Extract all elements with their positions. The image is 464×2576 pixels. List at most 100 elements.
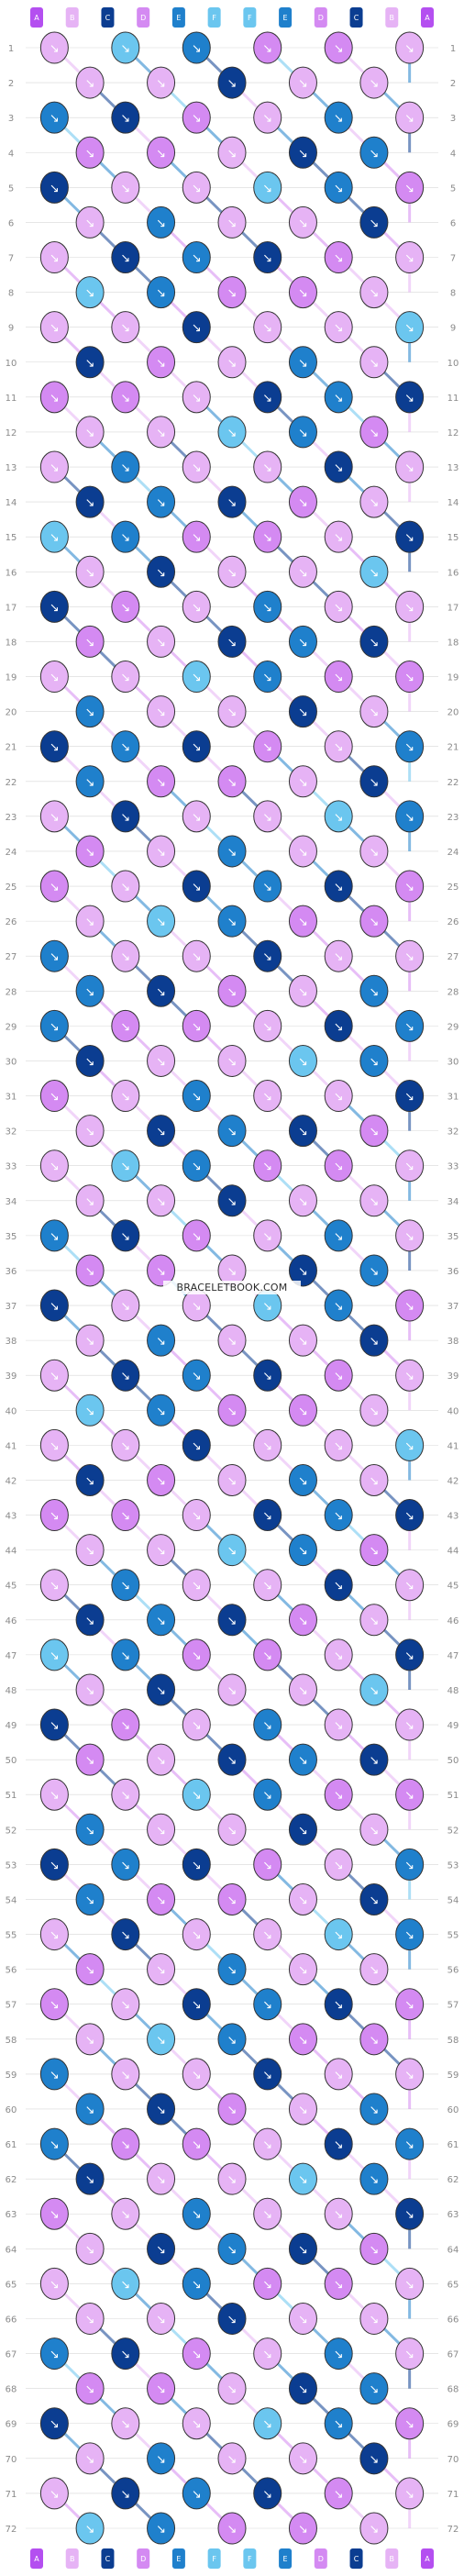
knot-forward-arrow: ↘	[156, 77, 166, 91]
knot	[359, 625, 389, 658]
knot-forward-arrow: ↘	[156, 2104, 166, 2117]
knot	[359, 66, 389, 99]
knot	[147, 1673, 176, 1706]
knot-forward-arrow: ↘	[192, 1789, 202, 1803]
knot-forward-arrow: ↘	[85, 1055, 95, 1069]
knot	[75, 1813, 105, 1846]
knot-forward-arrow: ↘	[50, 1859, 60, 1872]
knot	[288, 2442, 317, 2475]
knot	[359, 2302, 389, 2335]
knot-forward-arrow: ↘	[298, 1545, 308, 1559]
knot-forward-arrow: ↘	[156, 287, 166, 301]
knot	[182, 1149, 211, 1183]
knot	[182, 2477, 211, 2510]
knot	[324, 939, 353, 972]
row-number-left: 28	[6, 987, 17, 997]
row-number-right: 69	[447, 2420, 459, 2430]
knot	[182, 1219, 211, 1252]
knot-forward-arrow: ↘	[404, 1439, 414, 1453]
knot-forward-arrow: ↘	[156, 427, 166, 440]
knot	[217, 1184, 247, 1217]
row-number-right: 9	[450, 324, 456, 334]
knot	[147, 1743, 176, 1776]
knot	[39, 101, 69, 134]
knot-forward-arrow: ↘	[50, 881, 60, 894]
knot-forward-arrow: ↘	[192, 1370, 202, 1383]
knot	[253, 1499, 282, 1532]
knot	[253, 1778, 282, 1811]
row-number-right: 6	[450, 218, 456, 228]
knot	[359, 1254, 389, 1287]
knot-forward-arrow: ↘	[404, 252, 414, 266]
knot-forward-arrow: ↘	[192, 392, 202, 405]
knot-forward-arrow: ↘	[85, 357, 95, 371]
knot-forward-arrow: ↘	[262, 1370, 272, 1383]
row-number-right: 41	[447, 1441, 459, 1451]
row-number-left: 48	[6, 1686, 17, 1696]
knot	[359, 1115, 389, 1148]
row-number-right: 17	[447, 603, 459, 613]
knot	[39, 870, 69, 903]
knot	[147, 1115, 176, 1148]
knot	[359, 1743, 389, 1776]
knot-forward-arrow: ↘	[334, 1370, 344, 1383]
knot-forward-arrow: ↘	[334, 1649, 344, 1663]
knot	[39, 241, 69, 274]
knot	[75, 2512, 105, 2545]
knot	[359, 1673, 389, 1706]
row-number-left: 66	[6, 2315, 17, 2325]
knot-forward-arrow: ↘	[404, 322, 414, 336]
knot-forward-arrow: ↘	[227, 2243, 238, 2257]
knot	[217, 346, 247, 379]
knot-forward-arrow: ↘	[369, 1195, 379, 1209]
row-number-left: 34	[6, 1197, 17, 1207]
knot-forward-arrow: ↘	[334, 531, 344, 545]
knot-forward-arrow: ↘	[120, 461, 130, 475]
knot	[182, 1359, 211, 1392]
knot-forward-arrow: ↘	[156, 1754, 166, 1768]
knot-forward-arrow: ↘	[156, 2523, 166, 2537]
knot	[39, 730, 69, 763]
knot-forward-arrow: ↘	[192, 2069, 202, 2082]
knot-forward-arrow: ↘	[156, 2243, 166, 2257]
knot-forward-arrow: ↘	[298, 496, 308, 510]
knot	[39, 2267, 69, 2300]
string-letter: C	[105, 14, 111, 22]
knot-forward-arrow: ↘	[369, 217, 379, 230]
knot	[75, 485, 105, 518]
knot	[111, 1499, 140, 1532]
knot	[395, 241, 425, 274]
knot-forward-arrow: ↘	[404, 1719, 414, 1733]
knot-forward-arrow: ↘	[192, 1999, 202, 2013]
knot	[217, 974, 247, 1007]
knot	[359, 1393, 389, 1427]
row-number-right: 16	[447, 568, 459, 578]
knot	[111, 730, 140, 763]
knot	[288, 1393, 317, 1427]
knot	[288, 1673, 317, 1706]
row-number-right: 32	[447, 1127, 459, 1138]
knot-forward-arrow: ↘	[192, 461, 202, 475]
string-letter: D	[140, 14, 146, 22]
knot	[253, 1708, 282, 1741]
knot-forward-arrow: ↘	[156, 985, 166, 999]
knot-forward-arrow: ↘	[85, 496, 95, 510]
knot	[288, 276, 317, 309]
knot-forward-arrow: ↘	[298, 846, 308, 860]
knot	[324, 2127, 353, 2160]
row-number-right: 26	[447, 917, 459, 927]
knot	[147, 765, 176, 798]
knot-forward-arrow: ↘	[404, 811, 414, 825]
knot-forward-arrow: ↘	[227, 1055, 238, 1069]
row-number-left: 56	[6, 1966, 17, 1976]
knot	[395, 800, 425, 833]
knot	[395, 1569, 425, 1602]
knot	[288, 2093, 317, 2126]
knot	[395, 171, 425, 204]
knot	[253, 171, 282, 204]
knot-forward-arrow: ↘	[298, 2523, 308, 2537]
knot-forward-arrow: ↘	[227, 2173, 238, 2187]
knot	[395, 31, 425, 64]
